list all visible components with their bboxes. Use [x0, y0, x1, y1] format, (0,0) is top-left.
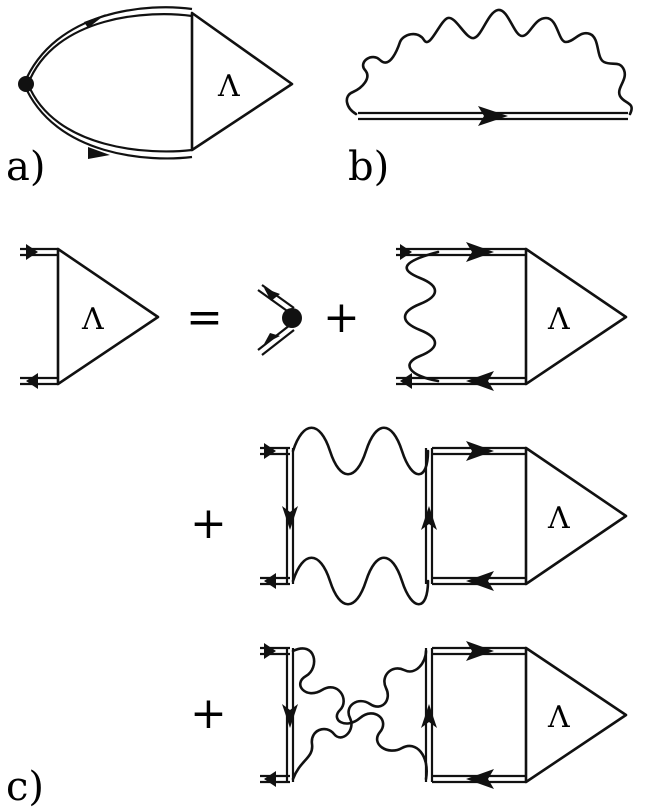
panel-label-a: a) [6, 144, 45, 190]
term-3-vertex-symbol: Λ [547, 700, 570, 735]
vertex-symbol-a: Λ [217, 69, 240, 104]
arrow-icon [264, 288, 280, 301]
arrow-icon [264, 643, 276, 659]
arrow-icon [264, 333, 280, 344]
plus-sign: + [323, 292, 360, 343]
arrow-icon [282, 704, 298, 728]
arrow-icon [264, 573, 276, 589]
bare-vertex [257, 284, 302, 356]
vertex-dot [18, 76, 34, 92]
term-2-vertex-symbol: Λ [547, 501, 570, 536]
panel-c-lhs-vertex [20, 244, 160, 389]
equals-sign: = [186, 292, 223, 343]
lhs-vertex-symbol: Λ [81, 302, 104, 337]
arrow-icon [466, 371, 494, 391]
plus-sign: + [190, 688, 227, 739]
arrow-icon [466, 571, 494, 591]
arrow-icon [466, 441, 494, 461]
term-1-vertex-symbol: Λ [547, 302, 570, 337]
arrow-icon [400, 244, 412, 260]
arrow-icon [466, 769, 494, 789]
panel-b-diagram [345, 8, 633, 126]
arrow-icon [26, 244, 38, 260]
plus-sign: + [190, 498, 227, 549]
arrow-icon [84, 14, 106, 28]
arrow-icon [264, 443, 276, 459]
arrow-icon [466, 641, 494, 661]
arrow-icon [282, 506, 298, 530]
term-3-diagram [260, 641, 628, 789]
panel-label-c: c) [6, 764, 44, 810]
arrow-icon [26, 373, 38, 389]
vertex-dot [282, 308, 302, 328]
term-2-diagram [260, 426, 628, 606]
panel-a-diagram [18, 6, 294, 160]
panel-label-b: b) [348, 144, 389, 190]
term-1-diagram [396, 242, 628, 391]
arrow-icon [466, 242, 494, 262]
arrow-icon [264, 771, 276, 787]
arrow-icon [421, 506, 437, 530]
arrow-icon [421, 704, 437, 728]
photon-line-b [345, 8, 633, 116]
arrow-icon [478, 106, 508, 126]
arrow-icon [400, 373, 412, 389]
arrow-icon [88, 147, 110, 159]
vertex-triangle-a [190, 11, 294, 152]
